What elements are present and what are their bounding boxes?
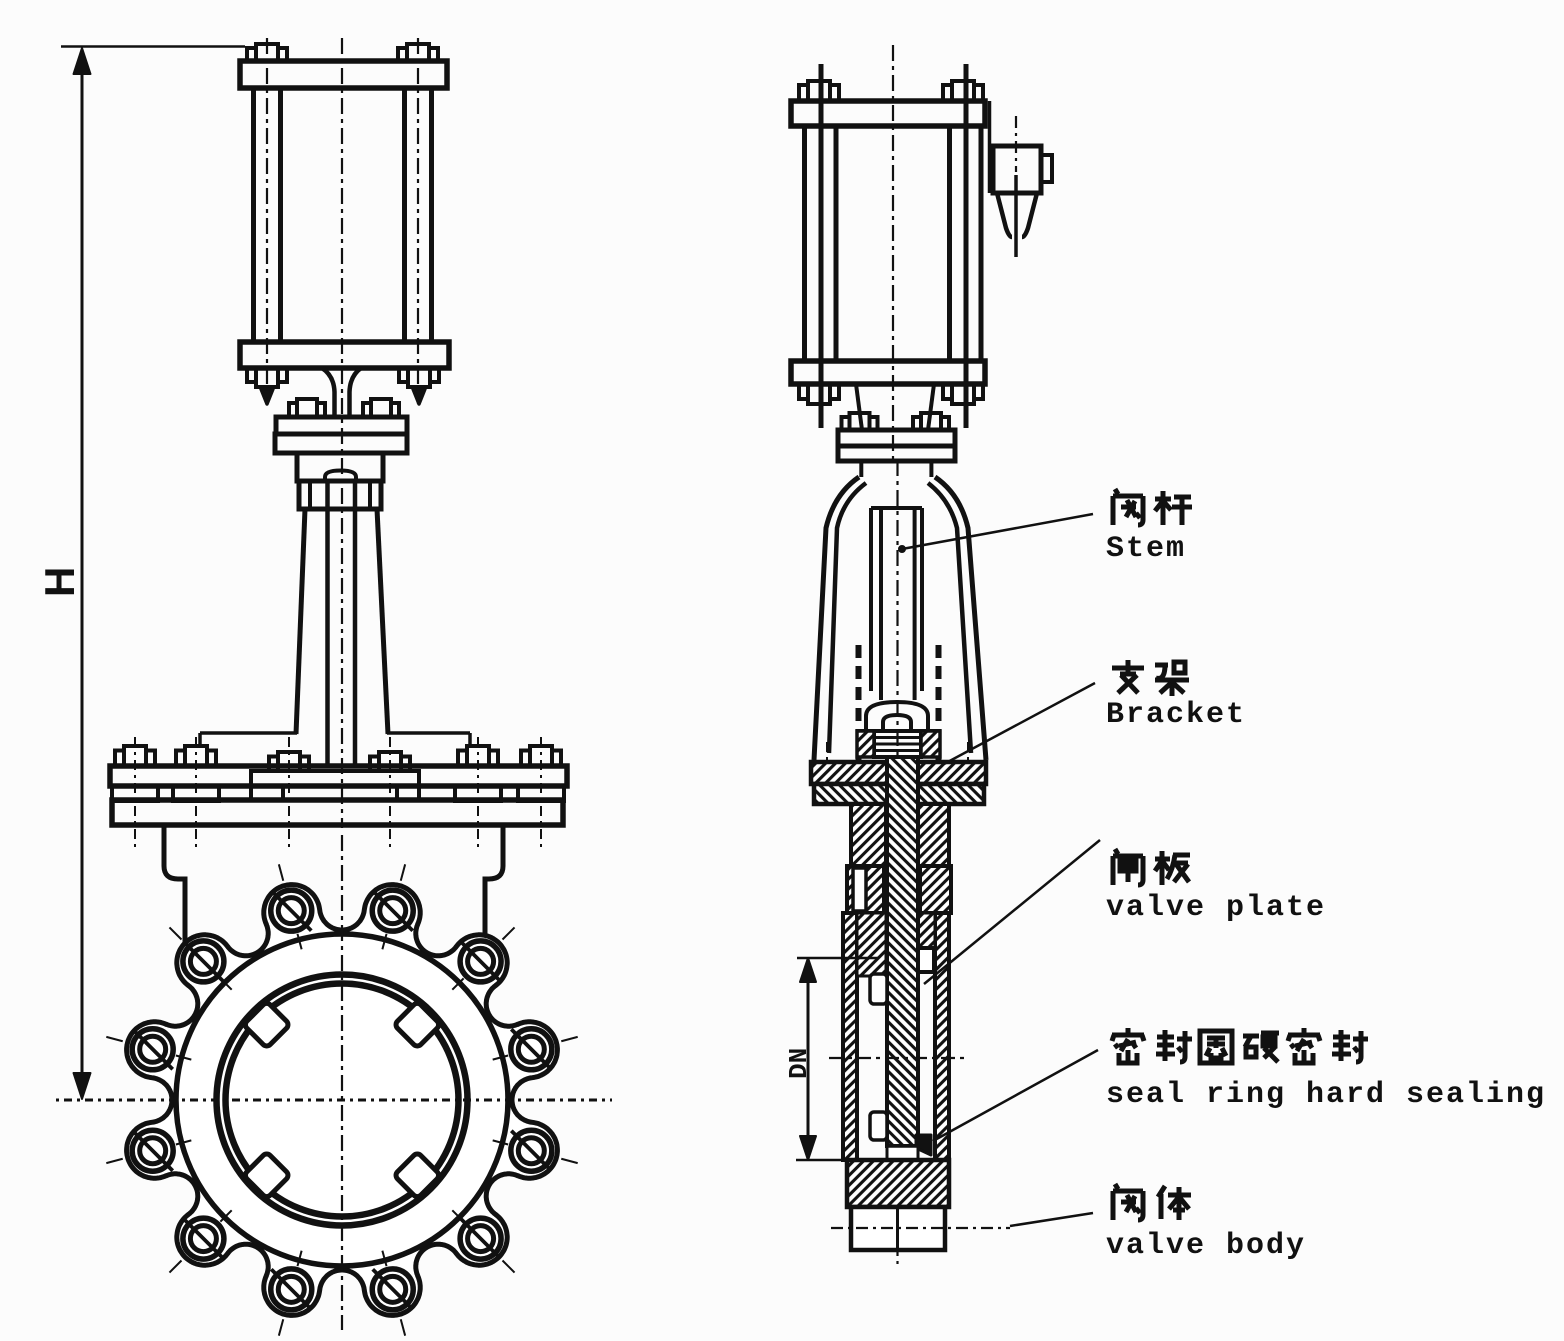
svg-text:valve plate: valve plate	[1106, 891, 1326, 925]
svg-text:Bracket: Bracket	[1106, 698, 1246, 732]
svg-text:DN: DN	[784, 1048, 814, 1079]
svg-text:H: H	[36, 567, 83, 597]
svg-text:valve body: valve body	[1106, 1229, 1306, 1263]
svg-text:Stem: Stem	[1106, 532, 1186, 566]
svg-text:seal ring hard sealing: seal ring hard sealing	[1106, 1078, 1546, 1112]
